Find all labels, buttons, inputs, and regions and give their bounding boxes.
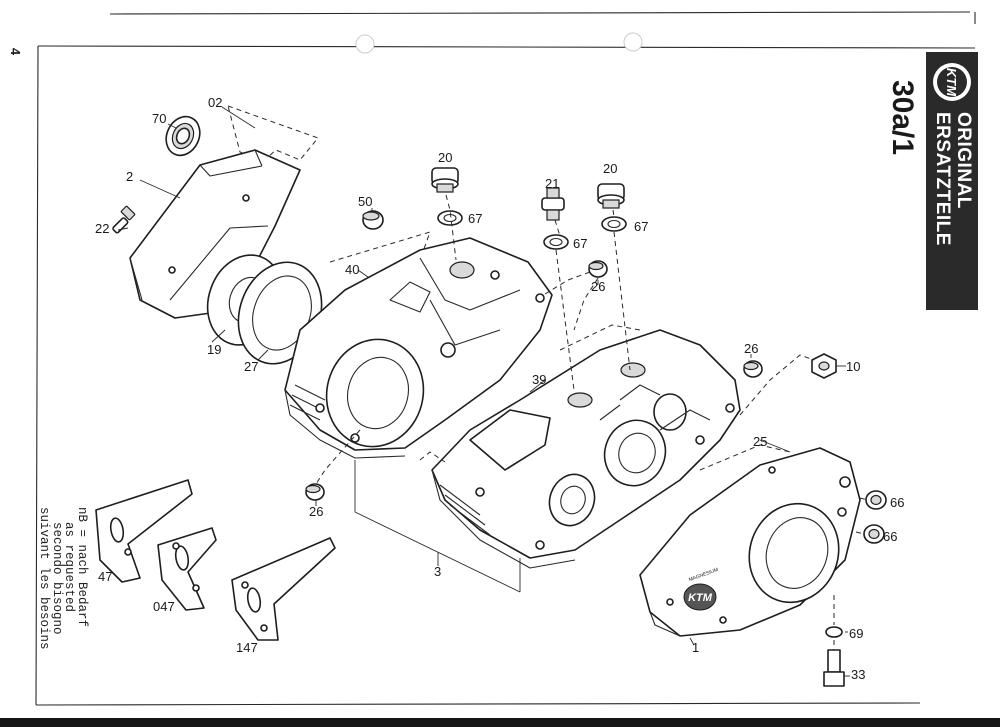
assembly-lines <box>315 194 869 650</box>
part-69-washer <box>825 626 843 638</box>
leader-lines <box>117 227 850 677</box>
part-67-washer-b <box>543 234 569 250</box>
part-70-seal <box>165 115 201 157</box>
callout-047: 047 <box>153 599 175 614</box>
ktm-logo-text: KTM <box>944 68 959 97</box>
callout-67-a: 67 <box>468 211 483 226</box>
part-1-cover <box>639 447 861 637</box>
callout-1: 1 <box>692 640 700 655</box>
ktm-logo-icon: KTM <box>933 63 971 101</box>
part-21-plug <box>541 187 565 221</box>
brand-text: ORIGINAL ERSATZTEILE <box>930 112 974 302</box>
callout-26-b: 26 <box>744 341 759 356</box>
note-line-2: as requested <box>62 522 77 613</box>
part-66-seal-b <box>863 524 885 544</box>
callout-02: 02 <box>208 95 223 110</box>
brand-line-2: ERSATZTEILE <box>932 112 953 246</box>
callout-39: 39 <box>532 372 547 387</box>
part-25-gasket <box>699 444 791 471</box>
part-26-dowel-b <box>743 360 763 378</box>
brand-block: KTM ORIGINAL ERSATZTEILE <box>926 52 978 310</box>
right-crankcase <box>419 329 741 569</box>
left-crankcase <box>284 237 553 459</box>
legend-note: nB = nach Bedarf as requested secondo bi… <box>38 507 90 677</box>
callout-70: 70 <box>152 111 167 126</box>
callout-67-c: 67 <box>634 219 649 234</box>
note-line-3: secondo bisogno <box>50 522 64 635</box>
part-047-bracket <box>157 527 217 611</box>
callout-10: 10 <box>846 359 861 374</box>
part-147-bracket <box>231 537 336 641</box>
part-47-bracket <box>95 479 193 583</box>
callout-26-c: 26 <box>309 504 324 519</box>
callout-21: 21 <box>545 176 560 191</box>
sheet-code: 30a/1 <box>886 80 919 156</box>
page-frame <box>35 11 976 706</box>
callout-33: 33 <box>851 667 866 682</box>
callout-147: 147 <box>236 640 258 655</box>
callout-66-b: 66 <box>883 529 898 544</box>
callout-2: 2 <box>126 169 134 184</box>
callout-69: 69 <box>849 626 864 641</box>
part-39-gasket <box>559 324 641 351</box>
cover-logo-text: KTM <box>688 592 713 604</box>
callout-22: 22 <box>95 221 110 236</box>
part-66-seal-a <box>865 490 887 510</box>
part-3-assembly-bracket <box>354 460 521 593</box>
callout-47: 47 <box>98 569 113 584</box>
part-26-dowel-c <box>305 483 325 501</box>
callout-3: 3 <box>434 564 442 579</box>
callout-20-b: 20 <box>603 161 618 176</box>
note-line-4: suivant les besoins <box>37 507 52 650</box>
part-10-nut <box>811 353 837 379</box>
callout-27: 27 <box>244 359 259 374</box>
part-20-plug-a <box>431 167 459 193</box>
callout-19: 19 <box>207 342 222 357</box>
part-2-cover <box>129 149 301 319</box>
callout-66-a: 66 <box>890 495 905 510</box>
callout-26-a: 26 <box>591 279 606 294</box>
note-line-1: nB = nach Bedarf <box>75 507 89 628</box>
callout-20-a: 20 <box>438 150 453 165</box>
part-67-washer-a <box>437 210 463 226</box>
part-33-screw <box>823 649 845 687</box>
callout-40: 40 <box>345 262 360 277</box>
part-02-gasket <box>221 105 319 163</box>
part-50-dowel <box>362 208 384 230</box>
callout-50: 50 <box>358 194 373 209</box>
brand-line-1: ORIGINAL <box>953 112 974 209</box>
page-number: 4 <box>8 47 24 56</box>
callout-67-b: 67 <box>573 236 588 251</box>
callout-25: 25 <box>753 434 768 449</box>
part-67-washer-c <box>601 216 627 232</box>
part-26-dowel-a <box>588 260 608 278</box>
part-22-bolt <box>112 205 136 234</box>
scan-bottom-edge <box>0 718 1000 727</box>
part-20-plug-b <box>597 183 625 209</box>
